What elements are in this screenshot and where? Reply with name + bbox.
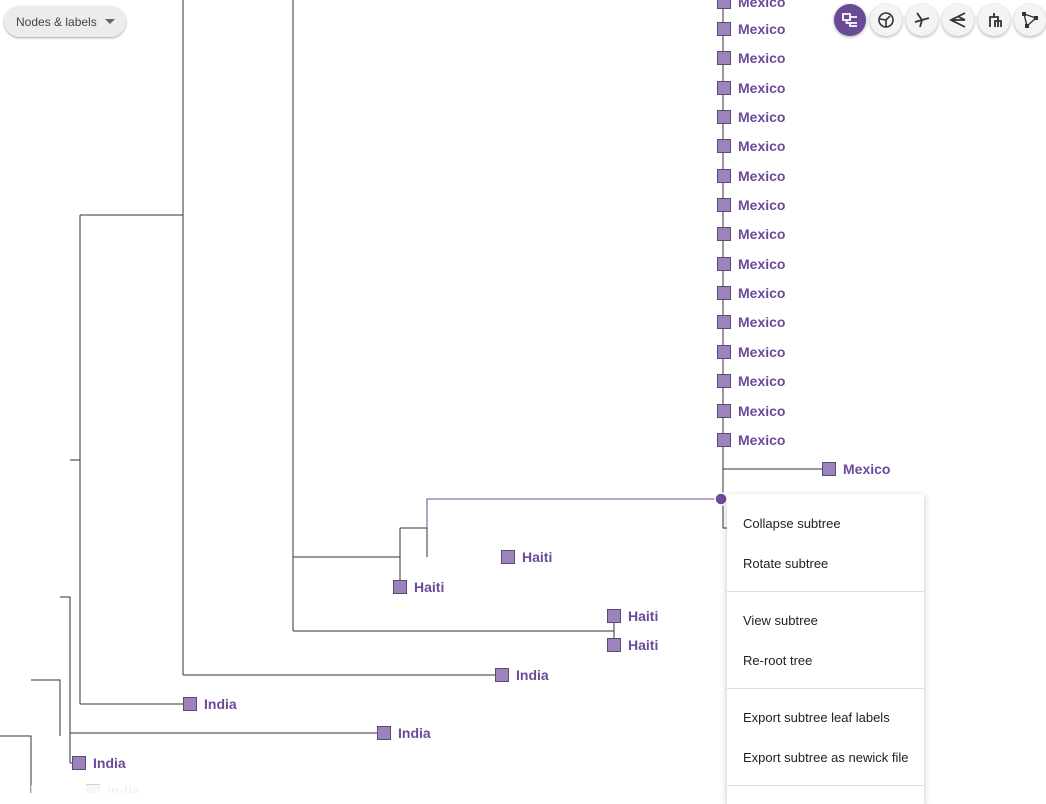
leaf-node-marker	[717, 22, 731, 36]
menu-divider	[727, 688, 924, 689]
leaf-node-marker	[717, 345, 731, 359]
leaf-node-marker	[72, 756, 86, 770]
export-leaf-labels-item[interactable]: Export subtree leaf labels	[743, 710, 890, 725]
leaf-node-marker	[607, 609, 621, 623]
hierarchical-layout-icon	[989, 13, 1002, 27]
leaf-label: Mexico	[738, 403, 785, 419]
leaf-label: Mexico	[738, 109, 785, 125]
leaf-label: Mexico	[738, 344, 785, 360]
leaf-node-marker	[717, 315, 731, 329]
leaf-label: Mexico	[738, 21, 785, 37]
export-newick-item[interactable]: Export subtree as newick file	[743, 750, 909, 765]
rectangular-layout-button[interactable]	[834, 4, 866, 36]
leaf-node-marker	[393, 580, 407, 594]
leaf-node-marker	[607, 638, 621, 652]
leaf-node-marker	[717, 286, 731, 300]
hierarchical-layout-button[interactable]	[978, 4, 1010, 36]
reroot-tree-item[interactable]: Re-root tree	[743, 653, 813, 668]
circular-layout-button[interactable]	[870, 4, 902, 36]
leaf-node-marker	[717, 81, 731, 95]
network-layout-icon	[1022, 12, 1038, 28]
tree-branch	[31, 679, 61, 736]
leaf-label: India	[204, 696, 237, 712]
leaf-node-marker	[717, 169, 731, 183]
nodes-labels-label: Nodes & labels	[16, 14, 97, 29]
leaf-node-marker	[822, 462, 836, 476]
unrooted-layout-button[interactable]	[906, 4, 938, 36]
context-menu: Collapse subtree Rotate subtree View sub…	[727, 494, 924, 804]
leaf-label: India	[516, 667, 549, 683]
leaf-node-marker	[717, 257, 731, 271]
leaf-node-marker	[717, 404, 731, 418]
leaf-label: Mexico	[738, 314, 785, 330]
leaf-node-marker	[501, 550, 515, 564]
leaf-label: Mexico	[738, 226, 785, 242]
rotate-subtree-item[interactable]: Rotate subtree	[743, 556, 829, 571]
leaf-label: Haiti	[414, 579, 444, 595]
leaf-node-marker	[717, 433, 731, 447]
leaf-label: Mexico	[738, 80, 785, 96]
unrooted-layout-icon	[914, 12, 930, 28]
leaf-label: Haiti	[628, 637, 658, 653]
leaf-node-marker	[717, 139, 731, 153]
leaf-label: Mexico	[843, 461, 890, 477]
leaf-node-marker	[717, 51, 731, 65]
leaf-label: Mexico	[738, 285, 785, 301]
circular-layout-icon	[878, 12, 894, 28]
leaf-label: Mexico	[738, 256, 785, 272]
leaf-label: Mexico	[738, 0, 785, 10]
tree-branch	[60, 596, 71, 763]
leaf-node-marker	[183, 697, 197, 711]
leaf-label: Mexico	[738, 197, 785, 213]
leaf-node-marker	[717, 110, 731, 124]
leaf-label: India	[93, 755, 126, 771]
tree-branch	[70, 459, 81, 597]
leaf-node-marker	[377, 726, 391, 740]
leaf-label: Mexico	[738, 168, 785, 184]
diagonal-layout-button[interactable]	[942, 4, 974, 36]
caret-down-icon	[104, 19, 115, 24]
leaf-node-marker	[717, 227, 731, 241]
leaf-node-marker	[717, 198, 731, 212]
tree-branch	[400, 527, 428, 557]
collapse-subtree-item[interactable]: Collapse subtree	[743, 516, 841, 531]
leaf-label: Mexico	[738, 50, 785, 66]
tree-branch	[0, 735, 32, 793]
leaf-node-marker	[717, 0, 731, 9]
leaf-label: Mexico	[738, 138, 785, 154]
leaf-node-marker	[717, 374, 731, 388]
diagonal-layout-icon	[948, 12, 966, 28]
menu-divider	[727, 785, 924, 786]
rectangular-layout-icon	[842, 13, 857, 27]
leaf-node-marker	[495, 668, 509, 682]
bottom-fade	[31, 785, 727, 793]
leaf-label: Haiti	[522, 549, 552, 565]
selected-node-marker	[714, 492, 728, 506]
nodes-labels-dropdown[interactable]: Nodes & labels	[4, 6, 126, 37]
leaf-label: Mexico	[738, 432, 785, 448]
leaf-label: Mexico	[738, 373, 785, 389]
tree-branch	[722, 499, 727, 529]
menu-divider	[727, 591, 924, 592]
leaf-label: India	[398, 725, 431, 741]
selected-branch	[426, 498, 721, 528]
network-layout-button[interactable]	[1014, 4, 1046, 36]
leaf-label: Haiti	[628, 608, 658, 624]
view-subtree-item[interactable]: View subtree	[743, 613, 818, 628]
